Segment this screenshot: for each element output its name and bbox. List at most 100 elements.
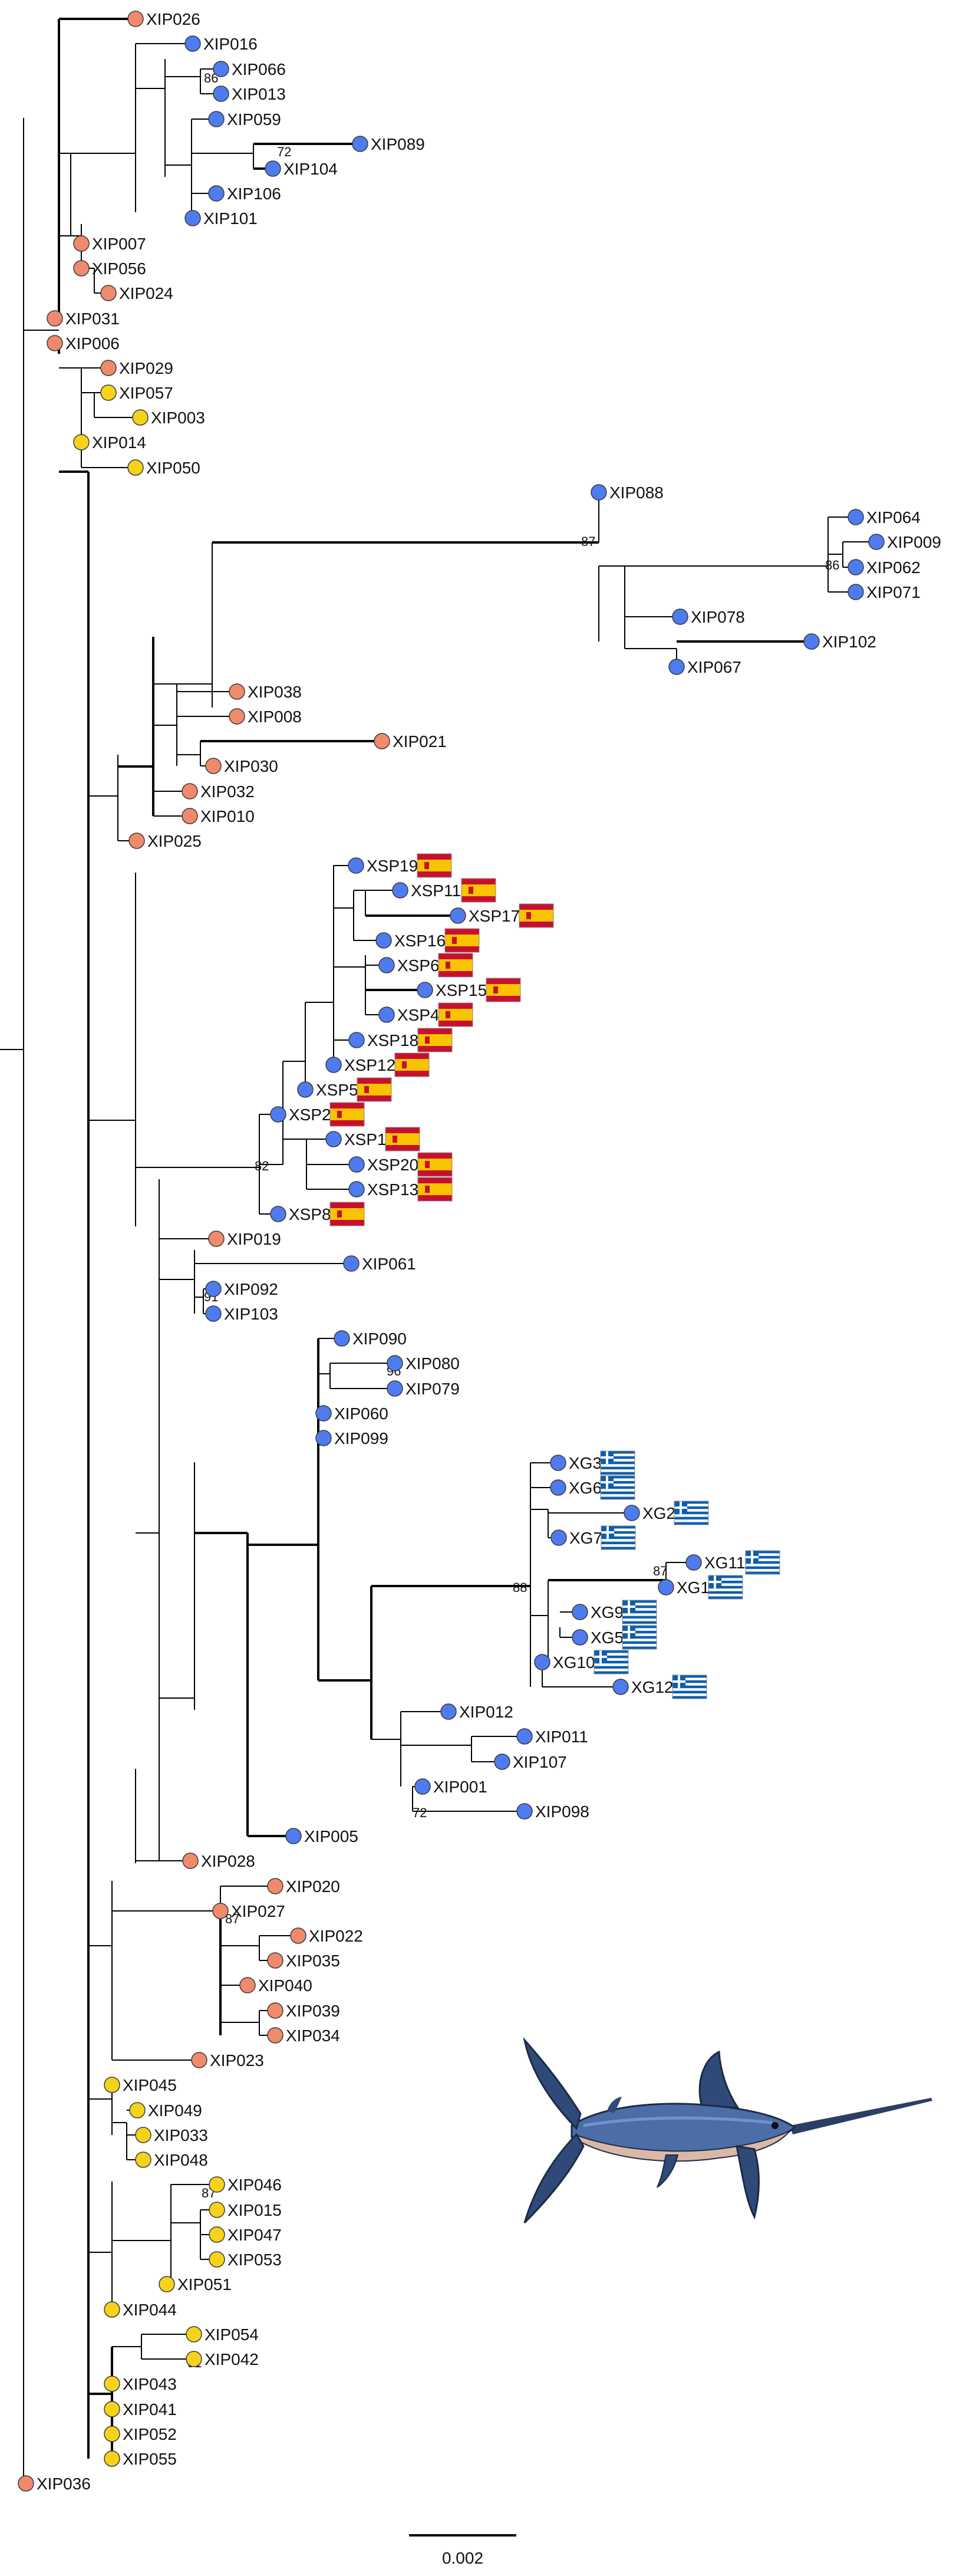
- support-values: 86728786829196888772878791: [187, 71, 839, 2370]
- spain-flag-icon: [417, 853, 452, 878]
- tree-tip: XSP6: [378, 953, 473, 978]
- tree-tip: XIP079: [387, 1380, 460, 1398]
- tree-tip: XIP054: [186, 2325, 259, 2344]
- tree-tip: XIP013: [213, 85, 286, 103]
- tip-marker: [658, 1579, 674, 1595]
- tree-tip: XIP044: [104, 2301, 177, 2319]
- tree-tip: XIP025: [128, 832, 202, 850]
- tree-tip: XSP5: [297, 1077, 392, 1102]
- tip-marker: [285, 1828, 302, 1844]
- tree-tip: XIP033: [135, 2126, 208, 2144]
- spain-flag-icon: [394, 1052, 430, 1077]
- tip-label: XIP006: [65, 334, 120, 353]
- tip-marker: [591, 484, 607, 501]
- tip-label: XSP8: [289, 1205, 331, 1223]
- tip-label: XG11: [704, 1554, 746, 1572]
- tip-label: XSP11: [411, 881, 461, 900]
- tip-label: XSP1: [344, 1130, 387, 1149]
- tip-label: XG3: [569, 1454, 602, 1472]
- tree-tip: XIP059: [208, 110, 281, 129]
- tip-label: XSP15: [436, 981, 487, 999]
- tip-marker: [209, 2226, 225, 2243]
- greece-flag-icon: [600, 1475, 635, 1500]
- tip-marker: [18, 2475, 34, 2492]
- tree-tip: XIP042: [186, 2350, 259, 2368]
- tip-label: XIP078: [691, 608, 745, 626]
- tip-label: XSP4: [397, 1006, 440, 1024]
- tip-label: XIP032: [200, 782, 255, 801]
- tip-label: XG9: [591, 1603, 624, 1621]
- tip-label: XIP060: [334, 1404, 388, 1423]
- tip-label: XIP107: [513, 1753, 567, 1771]
- tree-tip: XIP003: [132, 409, 205, 427]
- tree-tip: XIP034: [267, 2026, 340, 2045]
- tip-marker: [848, 559, 864, 575]
- tip-marker: [440, 1703, 457, 1720]
- tip-label: XIP046: [227, 2176, 282, 2194]
- tip-label: XIP001: [433, 1778, 487, 1796]
- tree-tip: XIP104: [265, 160, 338, 178]
- tip-label: XIP053: [227, 2251, 282, 2269]
- tip-label: XIP041: [123, 2400, 177, 2419]
- tree-tip: XSP20: [348, 1152, 453, 1177]
- tip-marker: [325, 1057, 342, 1073]
- tree-tip: XIP021: [374, 732, 447, 751]
- greece-flag-icon: [745, 1550, 780, 1575]
- tip-label: XIP020: [286, 1877, 340, 1896]
- tip-label: XSP20: [367, 1156, 418, 1174]
- spain-flag-icon: [385, 1127, 420, 1152]
- tip-marker: [104, 2450, 120, 2467]
- tree-tip: XIP027: [212, 1902, 285, 1920]
- tree-tip: XG12: [612, 1674, 707, 1699]
- tip-marker: [73, 434, 90, 450]
- tip-marker: [239, 1977, 256, 1993]
- tip-marker: [417, 982, 433, 998]
- tip-label: XSP18: [367, 1031, 418, 1050]
- tip-label: XSP6: [397, 956, 440, 975]
- tip-label: XIP099: [334, 1429, 388, 1447]
- tip-label: XSP5: [316, 1081, 358, 1099]
- tip-marker: [212, 1903, 229, 1919]
- tree-tip: XSP15: [417, 978, 521, 1002]
- tip-marker: [208, 1231, 225, 1247]
- tree-tip: XIP098: [516, 1802, 589, 1821]
- tip-marker: [191, 2052, 207, 2068]
- spain-flag-icon: [417, 1177, 453, 1202]
- tip-label: XIP049: [148, 2101, 202, 2120]
- tip-label: XIP052: [123, 2425, 177, 2443]
- tree-tip: XIP089: [352, 135, 425, 153]
- greece-flag-icon: [674, 1501, 709, 1525]
- tip-marker: [267, 1952, 283, 1969]
- tip-marker: [205, 1305, 222, 1322]
- tip-label: XIP061: [362, 1255, 416, 1273]
- tip-marker: [104, 2077, 120, 2093]
- tip-label: XIP034: [286, 2026, 340, 2045]
- tip-label: XIP031: [65, 310, 120, 328]
- tree-tip: XIP090: [334, 1330, 407, 1348]
- spain-flag-icon: [357, 1077, 392, 1102]
- tip-label: XIP019: [227, 1230, 281, 1248]
- tree-tip: XIP020: [267, 1877, 340, 1896]
- tip-marker: [135, 2127, 151, 2143]
- tip-label: XIP064: [866, 508, 921, 527]
- tip-label: XIP023: [210, 2051, 264, 2070]
- tree-tip: XIP106: [208, 185, 281, 203]
- tip-marker: [387, 1380, 403, 1397]
- tip-marker: [100, 285, 117, 301]
- tree-tip: XG10: [534, 1650, 629, 1674]
- tree-tip: XSP17: [450, 903, 554, 928]
- tip-marker: [414, 1778, 431, 1795]
- tree-tip: XIP046: [209, 2176, 282, 2194]
- tree-tip: XIP045: [104, 2076, 177, 2094]
- tree-tip: XIP028: [182, 1852, 255, 1870]
- tip-label: XIP098: [535, 1802, 589, 1821]
- tree-tip: XSP1: [325, 1127, 420, 1152]
- tree-tip: XIP043: [104, 2375, 177, 2393]
- tip-label: XIP101: [203, 209, 258, 228]
- tip-label: XIP012: [459, 1703, 513, 1721]
- tree-tip: XIP056: [73, 259, 146, 278]
- tree-tip: XIP023: [191, 2051, 264, 2070]
- tip-label: XIP088: [609, 483, 664, 502]
- tip-marker: [375, 932, 392, 949]
- tip-label: XIP015: [227, 2201, 282, 2219]
